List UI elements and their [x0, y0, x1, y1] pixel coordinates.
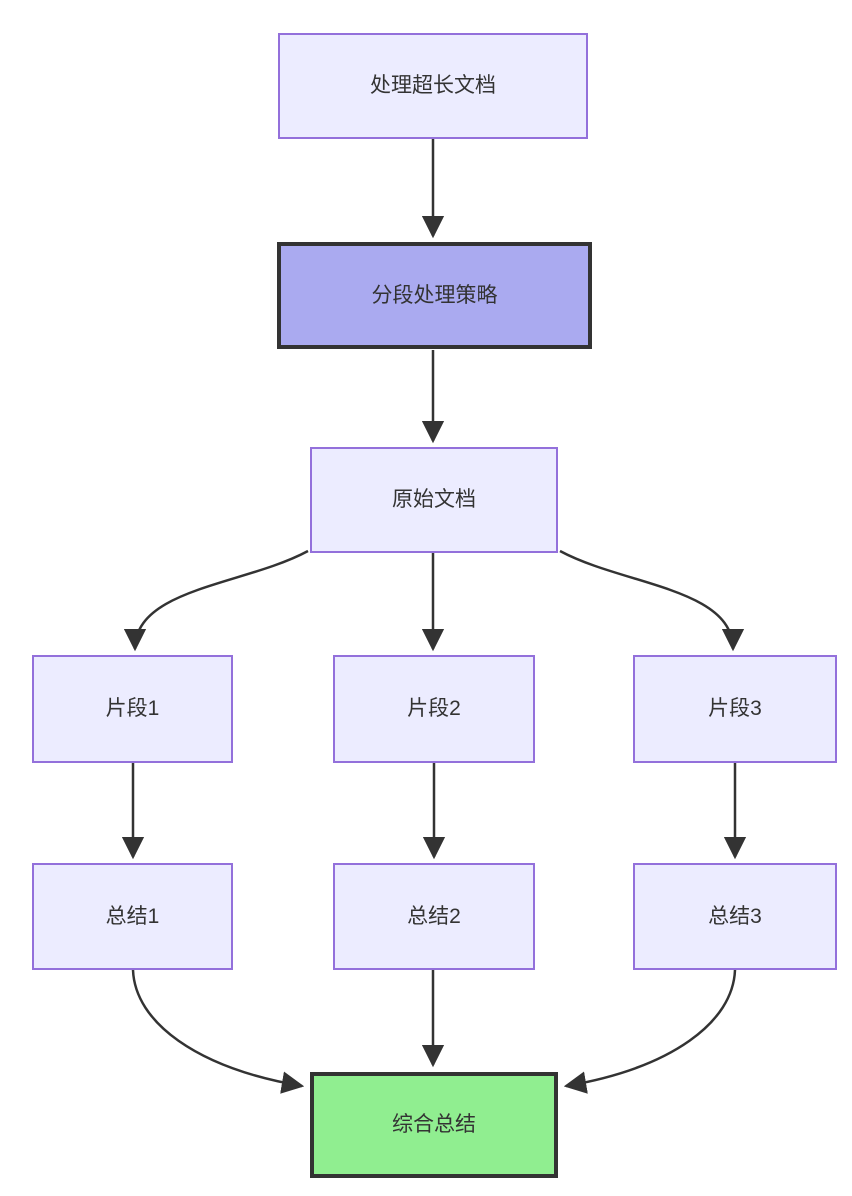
node-summary-1: 总结1 — [32, 863, 233, 970]
node-source-document: 原始文档 — [310, 447, 558, 553]
edge-source-chunk1 — [123, 549, 309, 652]
node-start-label: 处理超长文档 — [370, 74, 496, 98]
node-chunk-3-label: 片段3 — [708, 697, 762, 721]
node-source-label: 原始文档 — [392, 488, 476, 512]
node-summary-2-label: 总结2 — [407, 904, 461, 928]
node-summary-3-label: 总结3 — [708, 904, 762, 928]
node-summary-1-label: 总结1 — [105, 904, 160, 928]
node-chunk-1: 片段1 — [32, 655, 233, 763]
node-summary-3: 总结3 — [633, 863, 837, 970]
edge-source-chunk3 — [559, 549, 745, 652]
edge-summary1-final — [131, 969, 305, 1094]
node-chunk-2-label: 片段2 — [407, 697, 461, 721]
node-final-summary-label: 综合总结 — [392, 1113, 476, 1137]
node-summary-2: 总结2 — [333, 863, 535, 970]
node-strategy: 分段处理策略 — [277, 242, 592, 349]
node-start: 处理超长文档 — [278, 33, 588, 139]
node-strategy-label: 分段处理策略 — [371, 283, 498, 307]
node-final-summary: 综合总结 — [310, 1072, 558, 1178]
node-chunk-3: 片段3 — [633, 655, 837, 763]
node-chunk-2: 片段2 — [333, 655, 535, 763]
edge-summary3-final — [563, 969, 737, 1094]
node-chunk-1-label: 片段1 — [105, 697, 160, 721]
